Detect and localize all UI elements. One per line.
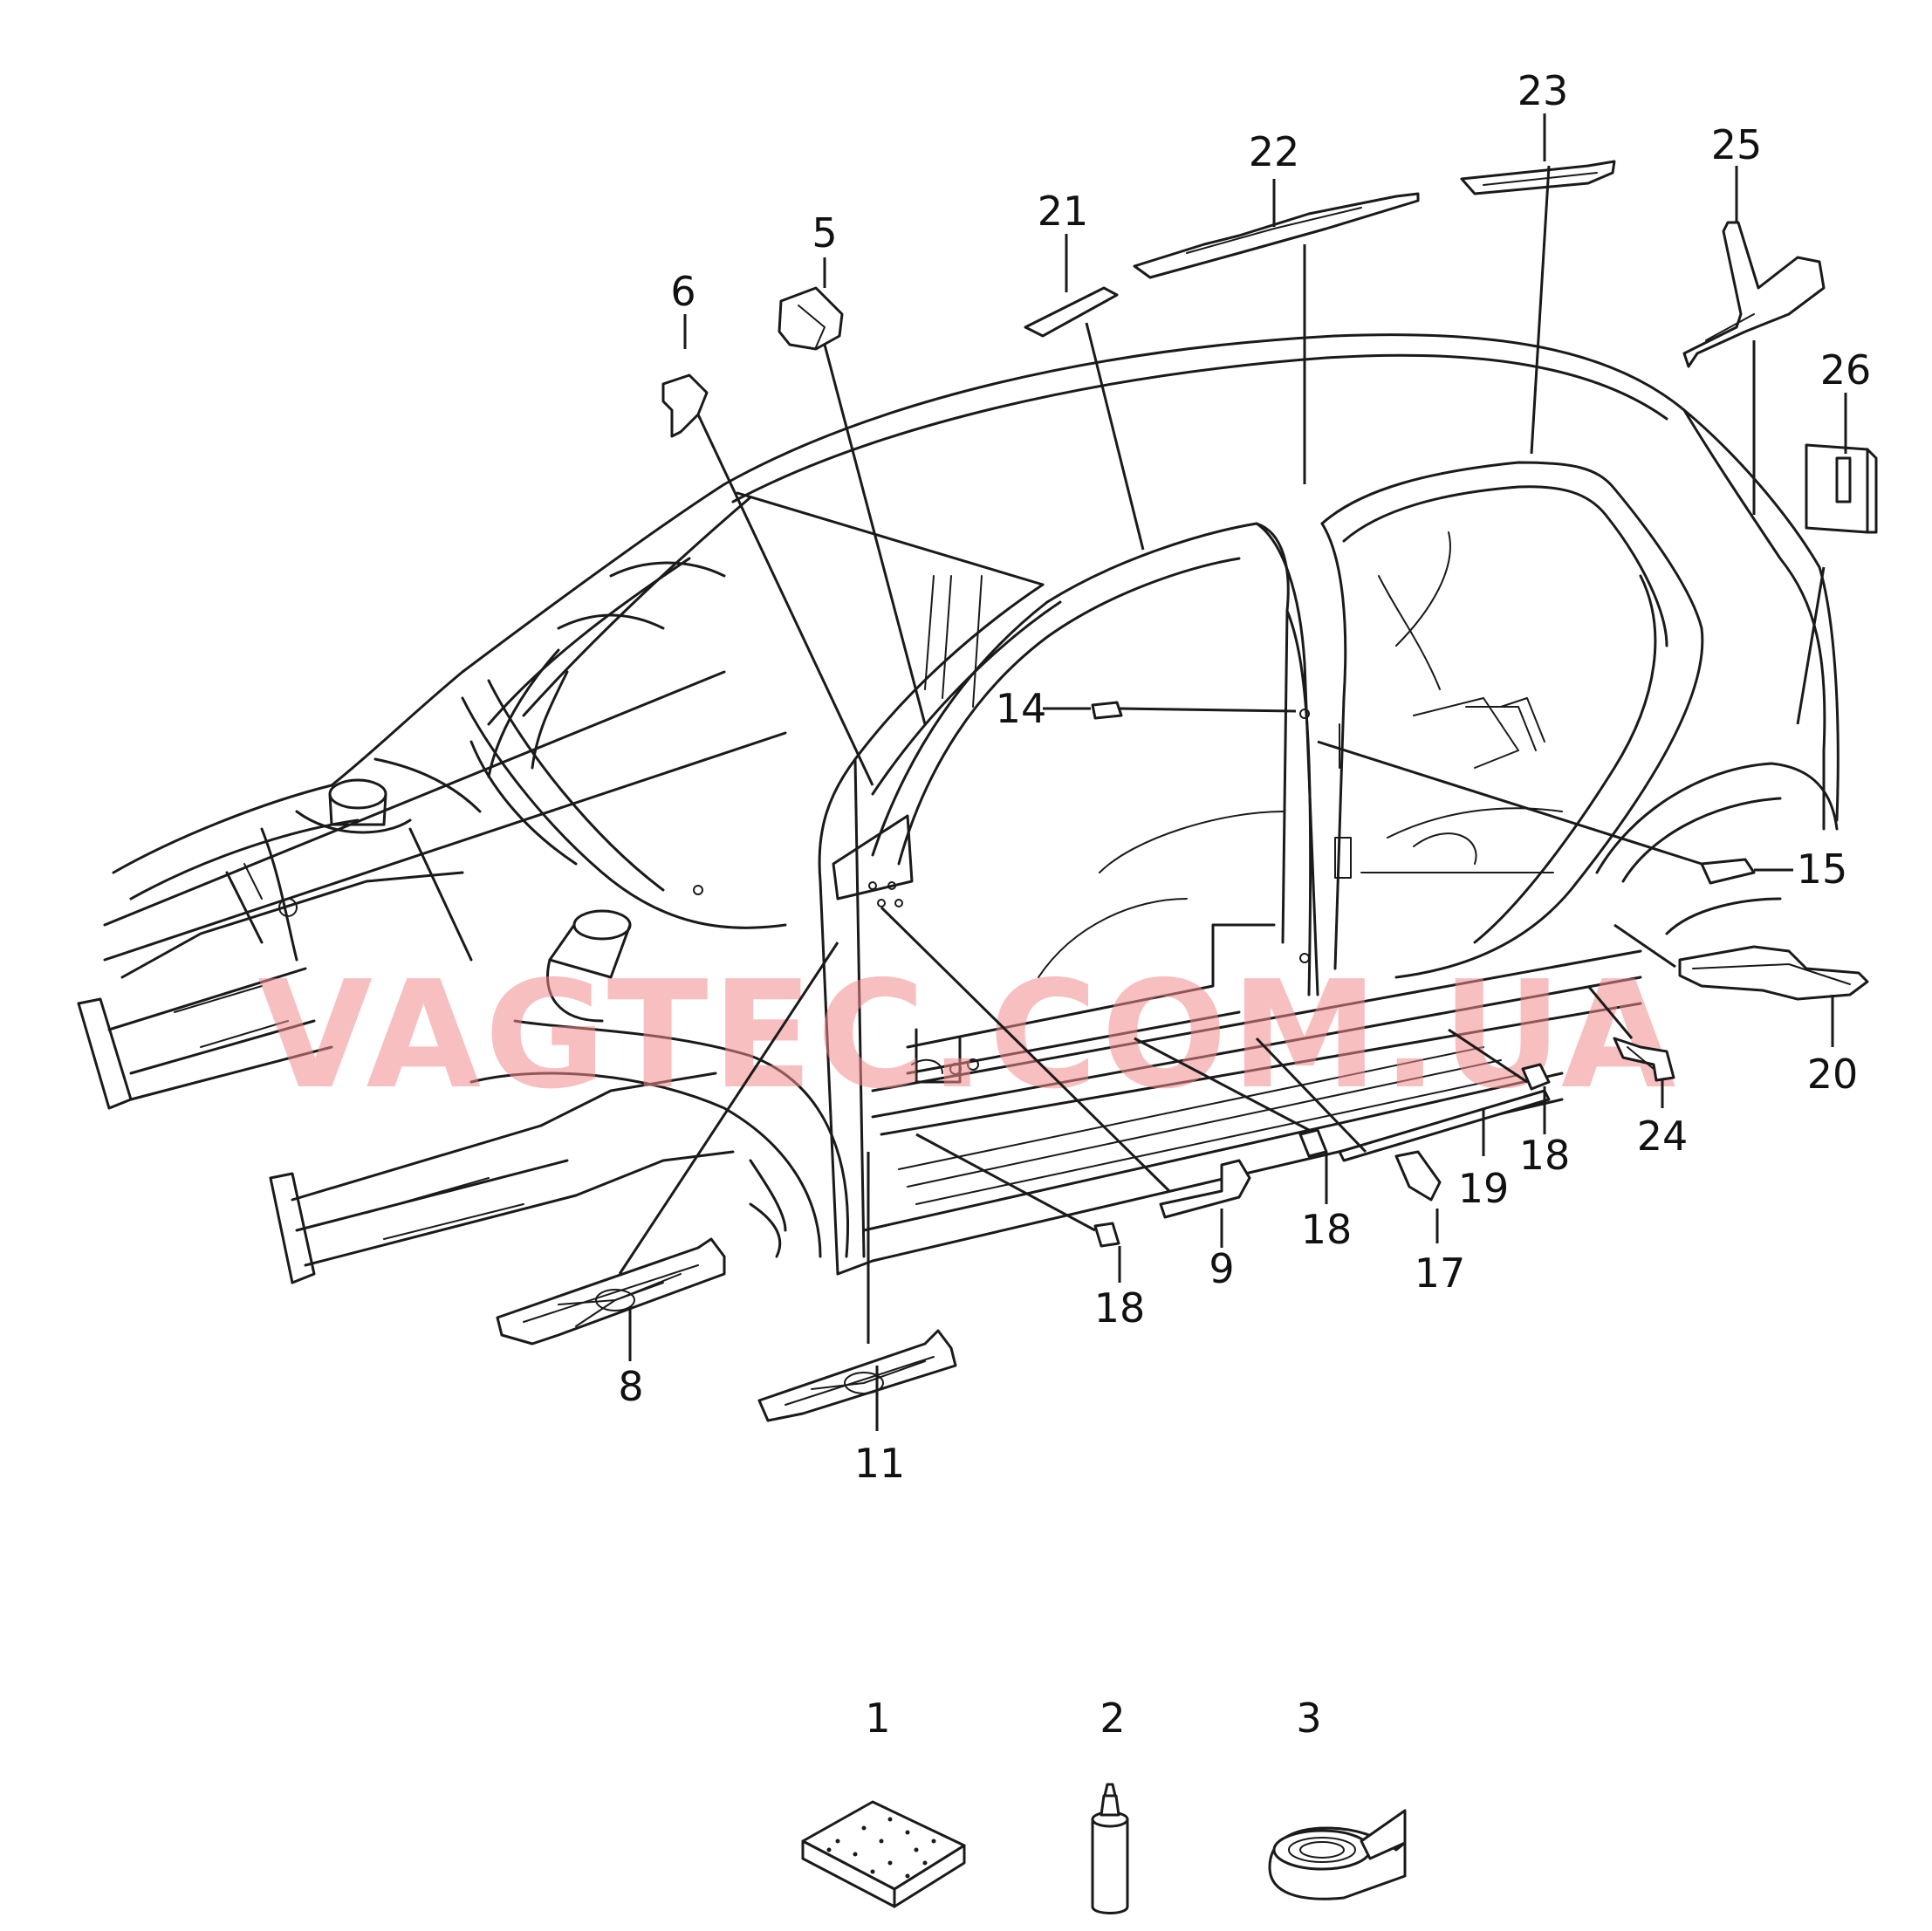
part-20-insert — [1678, 945, 1869, 1001]
callout-1-bottom: 1 — [865, 1695, 890, 1742]
callout-17: 17 — [1415, 1250, 1466, 1297]
callout-23: 23 — [1518, 67, 1569, 114]
callout-24: 24 — [1637, 1113, 1689, 1160]
part-6-insert — [661, 373, 709, 438]
part-19-strip — [1338, 1089, 1551, 1162]
callout-25: 25 — [1711, 121, 1763, 168]
callout-26: 26 — [1820, 346, 1872, 394]
car-body-outline — [77, 333, 1840, 1284]
part-15-pad — [1700, 858, 1756, 885]
watermark-text: VAGTEC.COM.UA — [258, 949, 1680, 1122]
callout-18-right: 18 — [1519, 1132, 1571, 1179]
part-2-bottle — [1091, 1783, 1129, 1914]
callout-11: 11 — [854, 1440, 906, 1487]
part-18-insert-b — [1298, 1128, 1328, 1158]
part-17-foam — [1394, 1150, 1442, 1202]
callout-9: 9 — [1209, 1245, 1234, 1292]
callout-18-middle: 18 — [1301, 1206, 1353, 1253]
part-11-tray — [757, 1329, 957, 1422]
callout-14: 14 — [996, 685, 1047, 732]
callout-5: 5 — [812, 209, 837, 257]
parts — [496, 160, 1878, 1914]
part-9-insert — [1159, 1159, 1251, 1219]
part-5-clip — [778, 286, 844, 351]
part-18-insert-c — [1093, 1222, 1120, 1248]
part-14-pad — [1091, 701, 1123, 720]
callout-21: 21 — [1038, 188, 1089, 235]
part-3-tape-roll — [1268, 1809, 1407, 1900]
part-1-foam-sheet — [801, 1800, 966, 1908]
callout-6: 6 — [670, 268, 695, 315]
part-18-insert-a — [1521, 1063, 1551, 1091]
part-23-strip — [1460, 160, 1616, 195]
callout-3: 3 — [1296, 1695, 1321, 1742]
callout-15: 15 — [1797, 846, 1848, 893]
callout-22: 22 — [1249, 128, 1300, 175]
leader-lines — [618, 113, 1847, 1431]
callout-18-left: 18 — [1094, 1284, 1146, 1332]
part-25-bracket — [1682, 221, 1826, 368]
callout-2: 2 — [1100, 1695, 1125, 1742]
part-22-strip — [1133, 192, 1420, 279]
part-26-block — [1805, 443, 1878, 534]
part-24-clip — [1613, 1037, 1675, 1082]
callout-19: 19 — [1458, 1165, 1510, 1212]
callout-labels: 1 2 3 5 6 8 9 11 14 15 17 18 18 18 19 20… — [618, 67, 1871, 1742]
part-8-tray — [496, 1237, 726, 1346]
callout-20: 20 — [1807, 1051, 1859, 1098]
callout-8: 8 — [618, 1363, 643, 1410]
part-21-strip — [1024, 286, 1119, 338]
